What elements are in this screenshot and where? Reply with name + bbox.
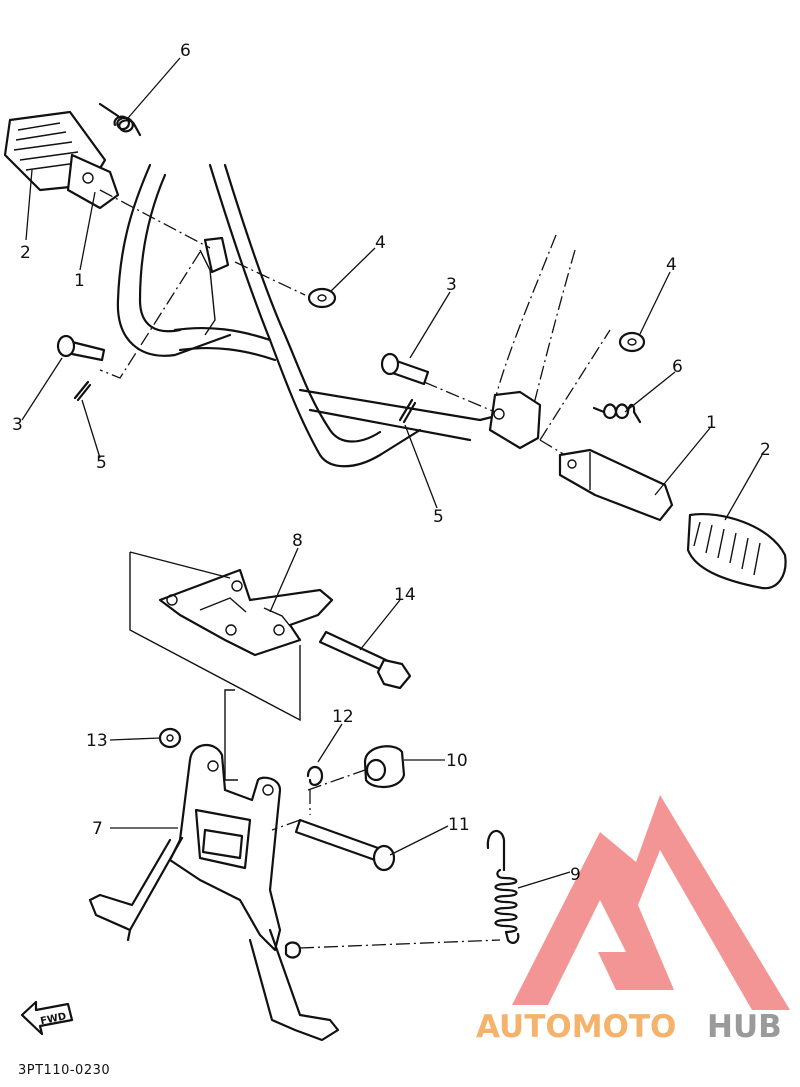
callout-2-left: 2 [20, 243, 31, 263]
pin-3-left [56, 334, 106, 362]
callout-13: 13 [86, 731, 108, 751]
clip-12 [306, 765, 324, 786]
watermark-triangle-icon [512, 795, 790, 1010]
fwd-arrow-label: FWD [39, 1011, 67, 1027]
callout-11: 11 [448, 815, 470, 835]
callout-8: 8 [292, 531, 303, 551]
footrest-right [558, 448, 787, 590]
watermark-logo: AUTOMOTO HUB [476, 795, 790, 1045]
callout-2-right: 2 [760, 440, 771, 460]
callout-labels: 6 2 1 4 3 5 3 4 6 5 1 2 8 14 12 13 10 7 … [12, 41, 771, 885]
callout-5-left: 5 [96, 453, 107, 473]
fwd-arrow: FWD [20, 1000, 74, 1036]
callout-7: 7 [92, 819, 103, 839]
callout-5-right: 5 [433, 507, 444, 527]
callout-10: 10 [446, 751, 468, 771]
watermark-brand-part2: HUB [707, 1009, 782, 1045]
callout-6-right: 6 [672, 357, 683, 377]
callout-1-left: 1 [74, 271, 85, 291]
cotter-pin-5-left [73, 380, 92, 402]
washer-4-left [307, 287, 337, 309]
spring-6-left [98, 102, 142, 137]
collar-10 [363, 745, 406, 788]
callout-12: 12 [332, 707, 354, 727]
frame-tubes [116, 163, 576, 468]
callout-3-left: 3 [12, 415, 23, 435]
callout-3-right: 3 [446, 275, 457, 295]
callout-4-right: 4 [666, 255, 677, 275]
pin-11 [294, 818, 396, 872]
pin-3-right [380, 352, 430, 386]
spring-9 [486, 830, 520, 944]
cotter-pin-5-right [398, 398, 417, 424]
callout-4-left: 4 [375, 233, 386, 253]
callout-9: 9 [570, 865, 581, 885]
diagram-code: 3PT110-0230 [18, 1063, 110, 1078]
bolt-14 [318, 630, 412, 690]
assembly-lines [99, 189, 611, 949]
bracket-8 [129, 551, 334, 781]
watermark-brand-part1: AUTOMOTO [476, 1009, 676, 1045]
washer-13 [158, 727, 182, 749]
spring-6-right [592, 403, 642, 424]
footrest-left [3, 110, 120, 210]
callout-14: 14 [394, 585, 416, 605]
leader-lines [21, 57, 763, 889]
callout-6-left: 6 [180, 41, 191, 61]
washer-4-right [618, 331, 646, 353]
main-stand-7 [88, 744, 340, 1042]
callout-1-right: 1 [706, 413, 717, 433]
